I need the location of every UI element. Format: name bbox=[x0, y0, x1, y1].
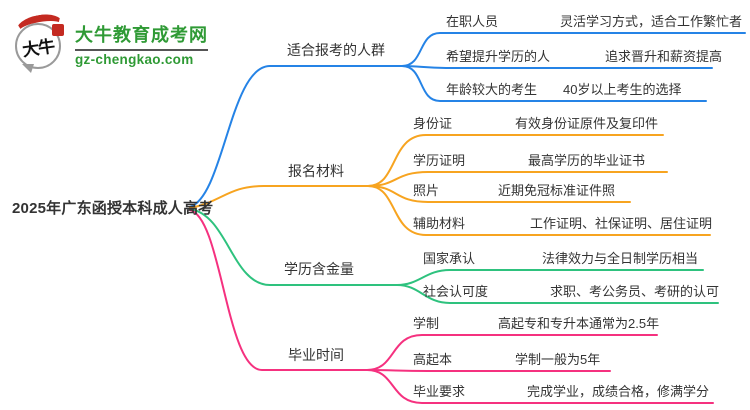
branch-lines-degree-value bbox=[189, 208, 719, 304]
logo-glyph: 大牛 bbox=[21, 36, 56, 60]
branch-lines-suitable-people bbox=[189, 32, 746, 208]
node-label: 国家承认 bbox=[423, 251, 476, 266]
node-desc: 有效身份证原件及复印件 bbox=[515, 116, 659, 131]
node-label: 学制 bbox=[413, 316, 440, 331]
node-label: 社会认可度 bbox=[423, 284, 489, 299]
logo-mark-icon: 大牛 bbox=[14, 11, 66, 73]
branch-lines-graduation-time bbox=[189, 209, 714, 404]
node-desc: 法律效力与全日制学历相当 bbox=[542, 251, 699, 266]
node-desc: 追求晋升和薪资提高 bbox=[605, 49, 723, 64]
node-label: 高起本 bbox=[413, 352, 453, 367]
node-desc: 近期免冠标准证件照 bbox=[498, 183, 616, 198]
node-desc: 最高学历的毕业证书 bbox=[528, 153, 646, 168]
logo-bubble-tail bbox=[22, 64, 34, 73]
branch-label-degree-value: 学历含金量 bbox=[284, 261, 354, 277]
logo-red-seal bbox=[52, 24, 64, 36]
node-label: 毕业要求 bbox=[413, 384, 466, 399]
branch-label-materials: 报名材料 bbox=[288, 163, 344, 179]
site-name: 大牛教育成考网 bbox=[75, 25, 208, 45]
node-desc: 灵活学习方式，适合工作繁忙者 bbox=[560, 14, 743, 29]
branch-lines-materials bbox=[189, 134, 711, 236]
site-logo: 大牛 大牛教育成考网 gz-chengkao.com bbox=[14, 11, 208, 73]
node-label: 在职人员 bbox=[446, 14, 499, 29]
site-url: gz-chengkao.com bbox=[75, 49, 208, 67]
node-label: 希望提升学历的人 bbox=[446, 49, 551, 64]
branch-label-graduation-time: 毕业时间 bbox=[288, 347, 344, 363]
branch-label-suitable-people: 适合报考的人群 bbox=[287, 42, 385, 58]
node-label: 学历证明 bbox=[413, 153, 466, 168]
node-label: 照片 bbox=[413, 183, 440, 198]
root-topic: 2025年广东函授本科成人高考 bbox=[12, 200, 214, 217]
node-desc: 工作证明、社保证明、居住证明 bbox=[530, 216, 713, 231]
node-desc: 完成学业，成绩合格，修满学分 bbox=[527, 384, 710, 399]
node-desc: 求职、考公务员、考研的认可 bbox=[550, 284, 720, 299]
node-label: 年龄较大的考生 bbox=[446, 82, 538, 97]
node-label: 身份证 bbox=[413, 116, 453, 131]
node-label: 辅助材料 bbox=[413, 216, 466, 231]
node-desc: 40岁以上考生的选择 bbox=[563, 82, 682, 97]
node-desc: 学制一般为5年 bbox=[515, 352, 601, 367]
node-desc: 高起专和专升本通常为2.5年 bbox=[498, 316, 660, 331]
